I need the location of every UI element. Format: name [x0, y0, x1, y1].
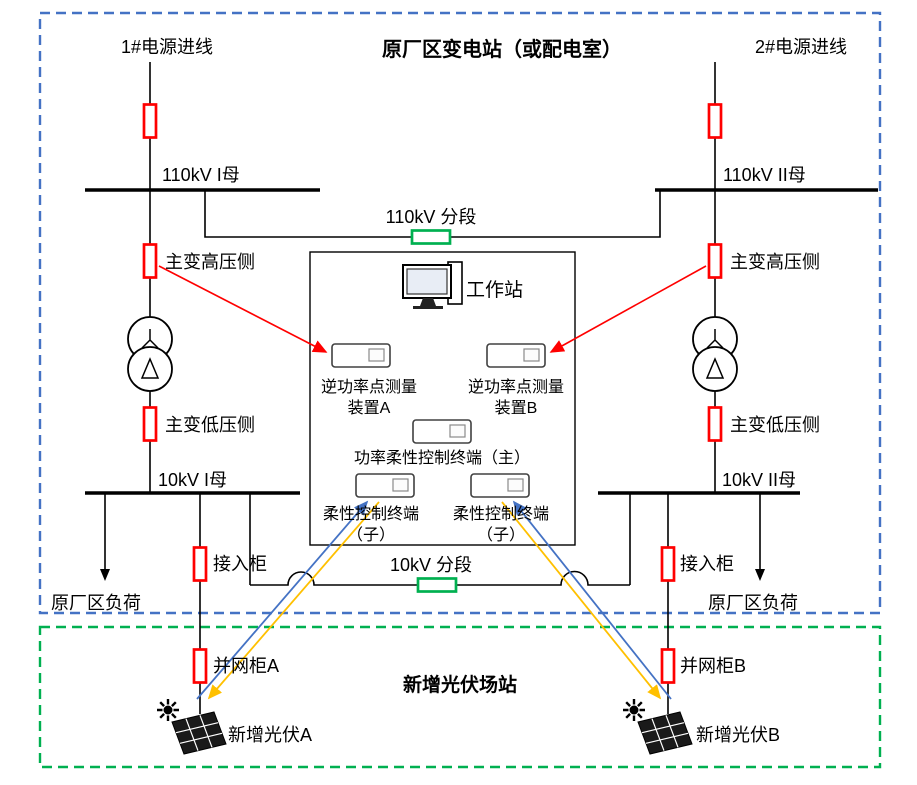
bus-10kv-1-label: 10kV I母 [158, 470, 227, 490]
master-terminal-icon [412, 419, 472, 444]
meter-a-icon [331, 343, 391, 368]
breaker-lv-left [142, 406, 158, 442]
breaker-grid-cabinet-a [192, 648, 208, 684]
signal-hv-left-to-meter-a [158, 265, 328, 353]
load-arrow-right [755, 569, 765, 581]
meter-a-label-line2: 装置A [348, 399, 391, 417]
hv-side-left-label: 主变高压侧 [165, 252, 255, 272]
breaker-tie-10kv [416, 577, 458, 593]
slave-terminal-a-icon [355, 473, 415, 498]
breaker-tie-110kv [410, 229, 452, 245]
breaker-access-right [660, 546, 676, 582]
transformer-left-icon [127, 316, 173, 392]
bus-10kv-2-label: 10kV II母 [722, 470, 796, 490]
control-center-box [309, 251, 576, 546]
meter-b-label-line2: 装置B [495, 399, 538, 417]
breaker-hv-right [707, 243, 723, 279]
breaker-grid-cabinet-b [660, 648, 676, 684]
meter-a-label-line1: 逆功率点测量 [321, 378, 417, 396]
slave-terminal-a-label-line1: 柔性控制终端 [323, 505, 419, 523]
lv-side-right-label: 主变低压侧 [730, 415, 820, 435]
grid-cabinet-a-label: 并网柜A [213, 656, 279, 676]
breaker-incoming-2 [707, 103, 723, 139]
workstation-icon [402, 261, 463, 309]
pv-station-title: 新增光伏场站 [403, 673, 517, 696]
breaker-lv-right [707, 406, 723, 442]
slave-terminal-b-label-line1: 柔性控制终端 [453, 505, 549, 523]
access-cabinet-left-label: 接入柜 [213, 554, 267, 574]
pv-b-label: 新增光伏B [696, 725, 780, 745]
slave-terminal-a-label-line2: （子） [347, 526, 395, 544]
load-left-label: 原厂区负荷 [51, 593, 141, 613]
meter-b-label-line1: 逆功率点测量 [468, 378, 564, 396]
pv-array-a-icon [155, 697, 228, 756]
signal-pv-a-to-slave-a [196, 500, 369, 700]
signal-hv-right-to-meter-b [549, 265, 707, 353]
signal-slave-b-to-pv-b [501, 501, 662, 700]
substation-title: 原厂区变电站（或配电室） [382, 37, 622, 61]
master-terminal-label: 功率柔性控制终端（主） [354, 449, 530, 467]
pv-a-label: 新增光伏A [228, 725, 312, 745]
breaker-access-left [192, 546, 208, 582]
breaker-incoming-1 [142, 103, 158, 139]
incoming-line-1-label: 1#电源进线 [121, 37, 213, 57]
bus-110kv-2-label: 110kV II母 [723, 165, 806, 185]
tie-110kv-label: 110kV 分段 [386, 207, 477, 227]
transformer-right-icon [692, 316, 738, 392]
breaker-hv-left [142, 243, 158, 279]
pv-array-b-icon [621, 697, 694, 756]
substation-boundary [38, 11, 882, 615]
slave-terminal-b-label-line2: （子） [477, 526, 525, 544]
bus-110kv-1-label: 110kV I母 [162, 165, 240, 185]
lv-side-left-label: 主变低压侧 [165, 415, 255, 435]
access-cabinet-right-label: 接入柜 [680, 554, 734, 574]
load-arrow-left [100, 569, 110, 581]
meter-b-icon [486, 343, 546, 368]
incoming-line-2-label: 2#电源进线 [755, 37, 847, 57]
tie-10kv-label: 10kV 分段 [390, 555, 472, 575]
signal-slave-a-to-pv-a [207, 501, 380, 700]
workstation-label: 工作站 [466, 279, 523, 301]
hv-side-right-label: 主变高压侧 [730, 252, 820, 272]
grid-cabinet-b-label: 并网柜B [680, 656, 746, 676]
signal-pv-b-to-slave-b [512, 500, 672, 700]
slave-terminal-b-icon [470, 473, 530, 498]
pv-station-boundary [38, 625, 882, 769]
load-right-label: 原厂区负荷 [708, 593, 798, 613]
